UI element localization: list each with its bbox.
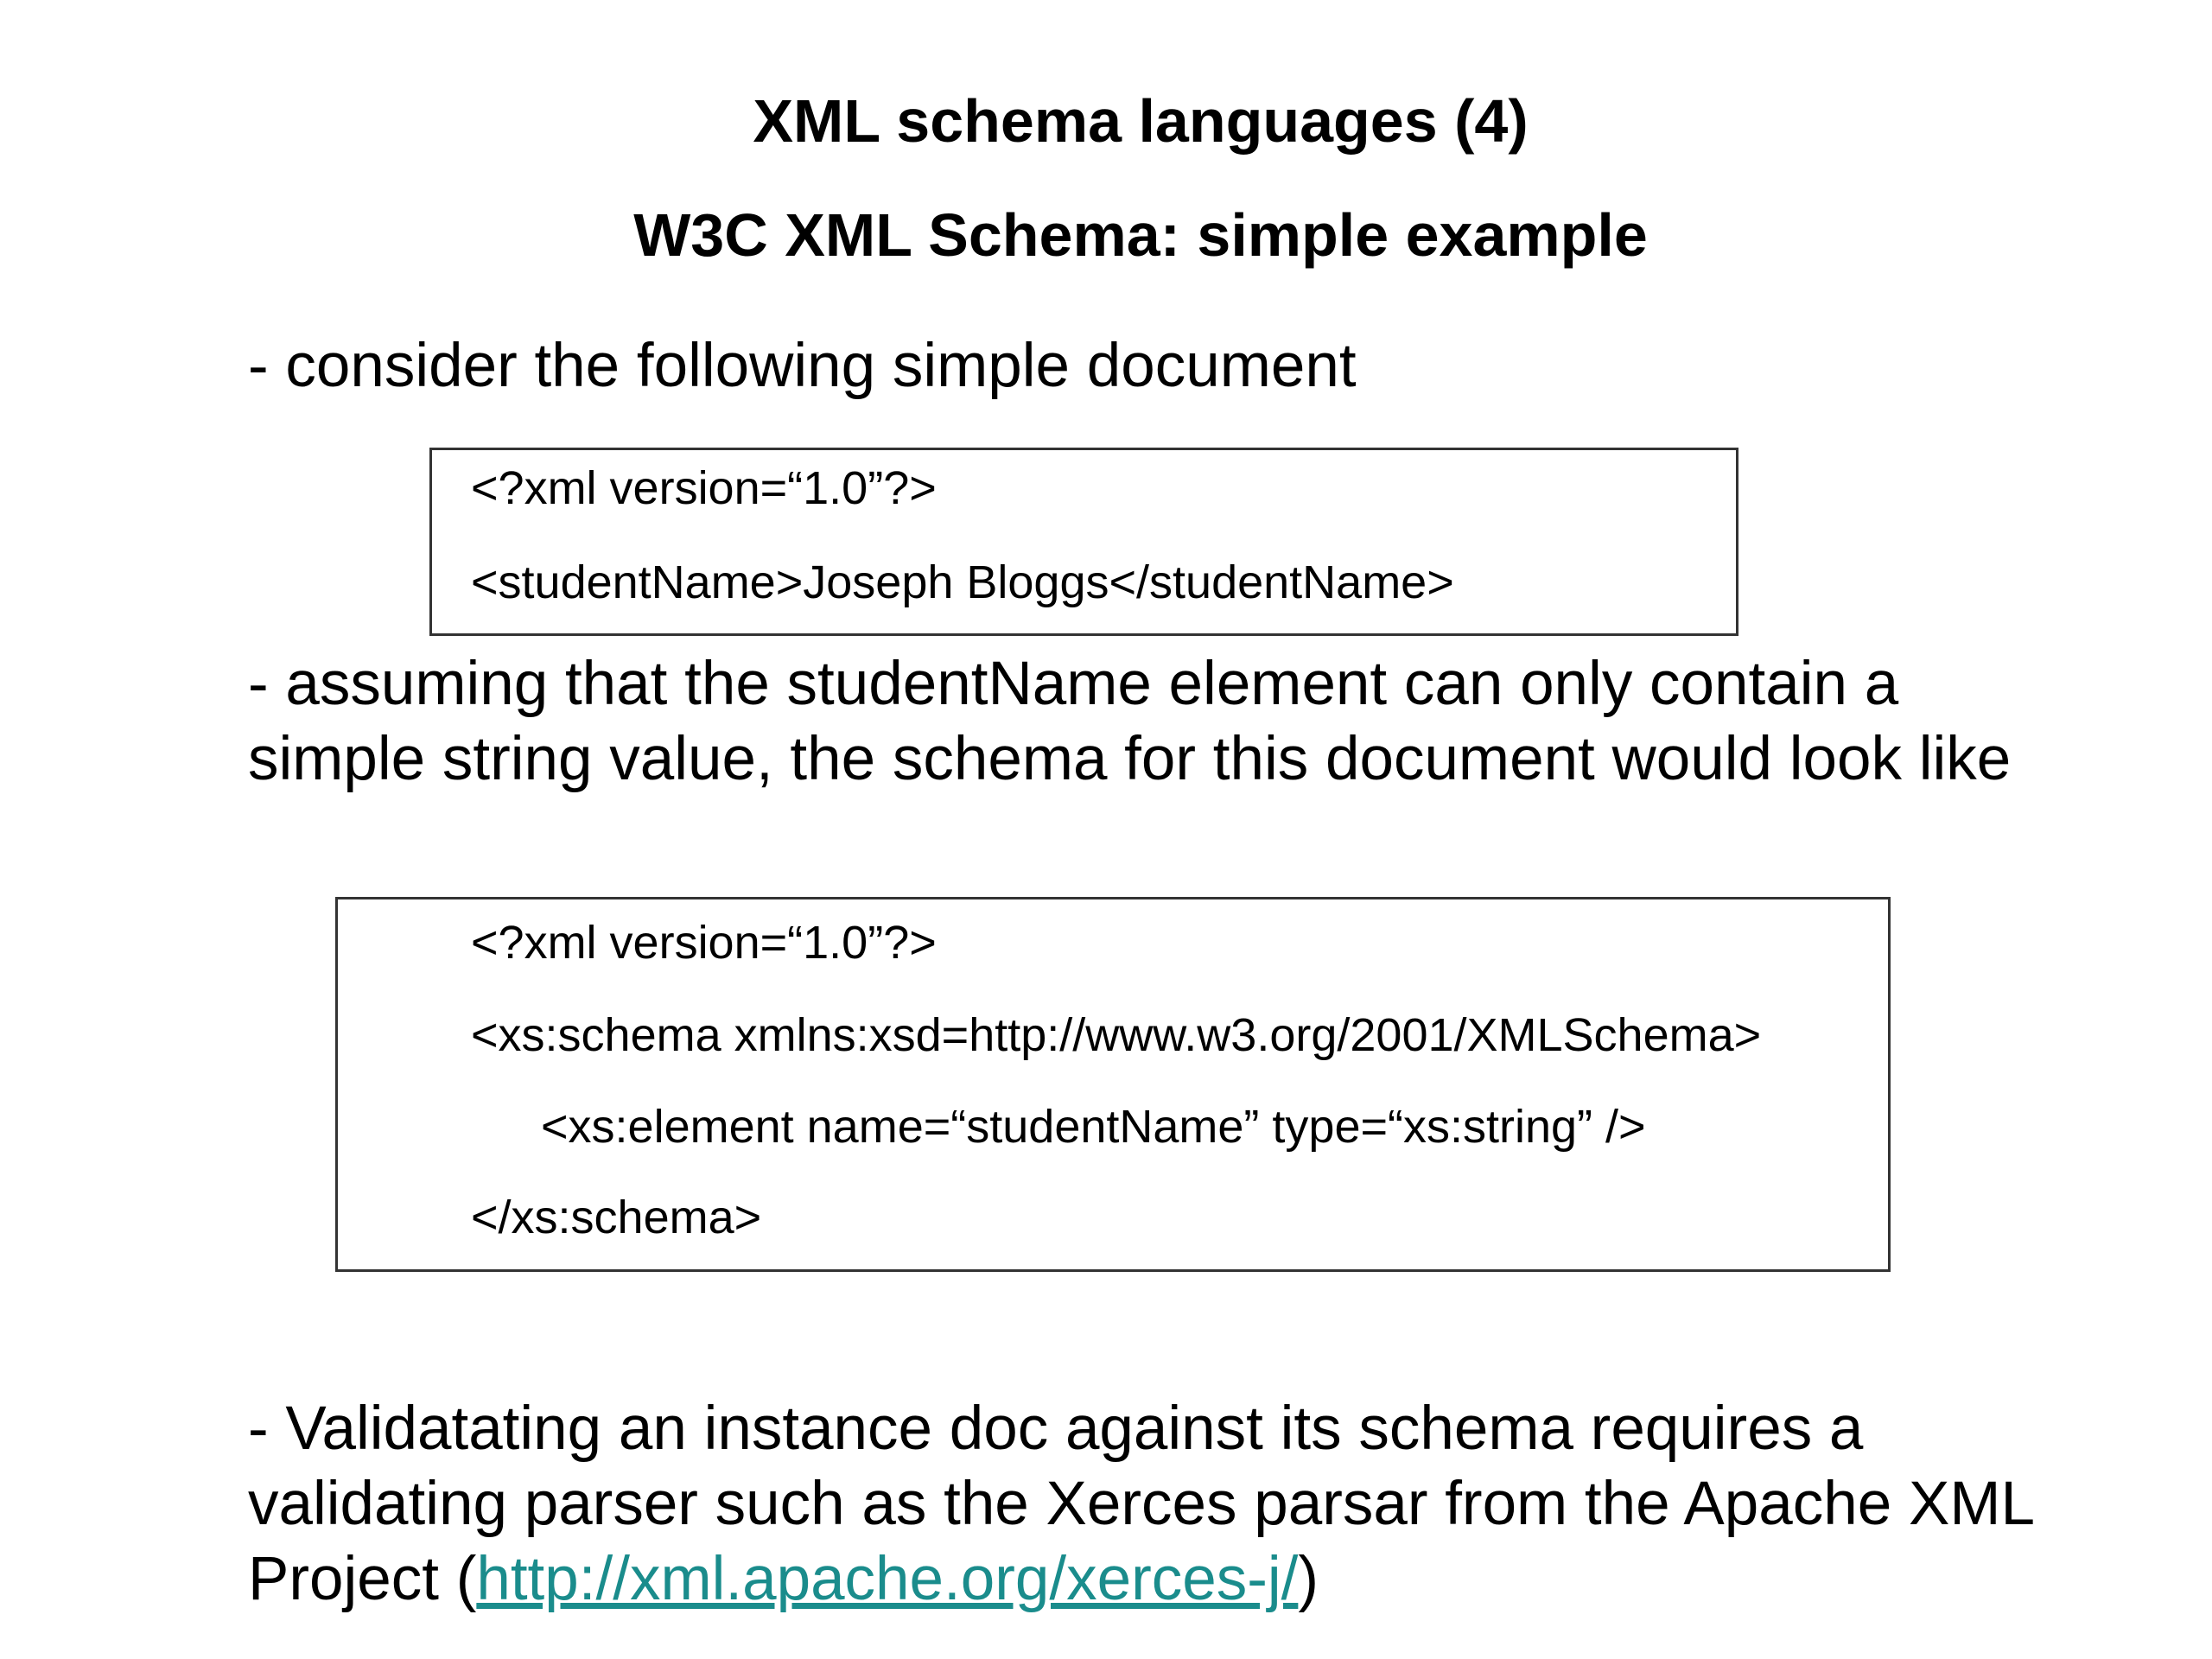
- code-line: <xs:schema xmlns:xsd=http://www.w3.org/2…: [471, 1009, 1762, 1061]
- slide-subtitle: W3C XML Schema: simple example: [633, 201, 1648, 269]
- intro-paragraph: - consider the following simple document: [248, 332, 1357, 400]
- xerces-link[interactable]: http://xml.apache.org/xerces-j/: [476, 1545, 1299, 1613]
- validation-paragraph: - Validatating an instance doc against i…: [248, 1391, 2045, 1617]
- instance-document-box: <?xml version=“1.0”?> <studentName>Josep…: [429, 448, 1738, 636]
- closing-paren: ): [1298, 1545, 1319, 1613]
- code-line: </xs:schema>: [471, 1192, 762, 1243]
- code-line: <?xml version=“1.0”?>: [471, 462, 937, 514]
- code-line: <?xml version=“1.0”?>: [471, 917, 937, 969]
- validation-text: - Validatating an instance doc against i…: [248, 1395, 2033, 1613]
- code-line: <xs:element name=“studentName” type=“xs:…: [541, 1101, 1646, 1153]
- slide-title: XML schema languages (4): [753, 87, 1529, 155]
- schema-document-box: <?xml version=“1.0”?> <xs:schema xmlns:x…: [335, 897, 1891, 1272]
- code-line: <studentName>Joseph Bloggs</studentName>: [471, 556, 1454, 608]
- assumption-paragraph: - assuming that the studentName element …: [248, 650, 2012, 793]
